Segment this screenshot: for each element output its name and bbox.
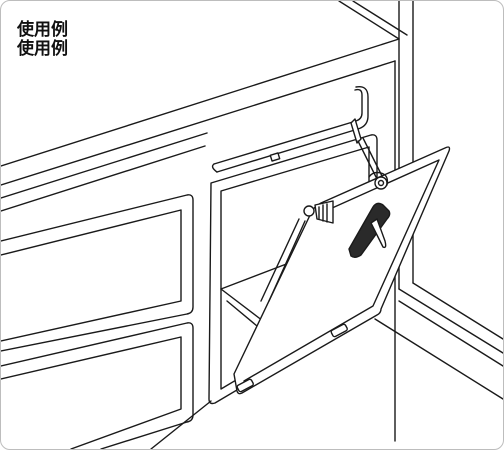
caption-line-2: 使用例 [17, 39, 68, 59]
side-hinge-mechanism [260, 200, 334, 302]
left-drawer-lower [1, 322, 194, 449]
hatch-latch [348, 202, 391, 258]
hatch-door [233, 146, 451, 395]
support-strut [350, 118, 389, 190]
top-handle-rail [211, 86, 369, 173]
caption: 使用例 使用例 [17, 21, 68, 59]
caption-line-1: 使用例 [17, 20, 68, 40]
left-drawer-upper [1, 194, 194, 352]
